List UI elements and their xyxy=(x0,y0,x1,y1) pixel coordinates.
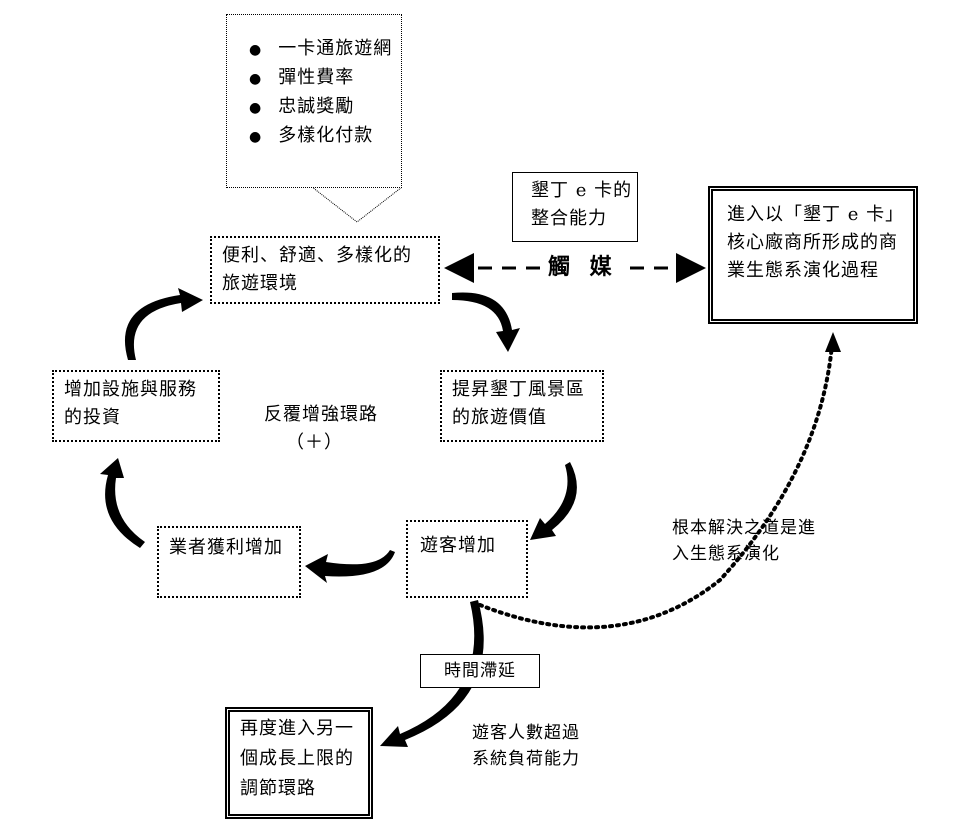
node-ecosystem-evolution: 進入以「墾丁 e 卡」核心廠商所形成的商業生態系演化過程 xyxy=(708,186,918,324)
loop-arrow-value-tourists xyxy=(530,462,577,540)
bullet-item: 多樣化付款 xyxy=(249,122,401,151)
node-next-balancing-loop: 再度進入另一個成長上限的調節環路 xyxy=(225,707,373,819)
bullet-item: 一卡通旅遊網 xyxy=(249,35,401,64)
overload-text: 遊客人數超過系統負荷能力 xyxy=(472,723,580,769)
node-investment-label: 增加設施與服務的投資 xyxy=(64,379,197,428)
node-next-balancing-loop-label: 再度進入另一個成長上限的調節環路 xyxy=(240,718,354,799)
loop-arrow-env-value xyxy=(452,292,520,352)
root-solution-curve xyxy=(478,343,834,630)
loop-arrow-tourists-nextloop xyxy=(380,600,484,747)
callout-pointer xyxy=(311,186,403,223)
node-time-delay: 時間滯延 xyxy=(420,654,540,688)
overload-label: 遊客人數超過系統負荷能力 xyxy=(472,720,590,772)
node-business-profit: 業者獲利增加 xyxy=(157,526,301,598)
node-tourism-value-label: 提昇墾丁風景區的旅遊價值 xyxy=(452,379,585,428)
node-travel-environment-label: 便利、舒適、多樣化的旅遊環境 xyxy=(222,245,412,294)
node-tourism-value: 提昇墾丁風景區的旅遊價值 xyxy=(440,370,604,442)
bullet-item: 彈性費率 xyxy=(249,64,401,93)
loop-arrow-invest-env xyxy=(124,288,203,360)
node-integration-capability-label: 墾丁 e 卡的整合能力 xyxy=(531,180,633,229)
node-integration-capability: 墾丁 e 卡的整合能力 xyxy=(512,172,638,242)
root-solution-label: 根本解決之道是進入生態系演化 xyxy=(672,515,820,567)
node-tourist-increase-label: 遊客增加 xyxy=(420,535,496,556)
loop-name-label: 反覆增強環路 xyxy=(264,404,378,425)
node-investment: 增加設施與服務的投資 xyxy=(52,370,220,442)
root-solution-arrowhead xyxy=(825,332,841,352)
loop-arrows xyxy=(100,288,577,747)
callout-box: 一卡通旅遊網 彈性費率 忠誠獎勵 多樣化付款 xyxy=(226,14,402,188)
catalyst-label: 觸 媒 xyxy=(548,254,618,280)
root-solution-text: 根本解決之道是進入生態系演化 xyxy=(672,518,816,564)
loop-arrow-tourists-profit xyxy=(305,550,395,583)
bullet-item: 忠誠獎勵 xyxy=(249,93,401,122)
node-tourist-increase: 遊客增加 xyxy=(406,520,528,598)
loop-arrow-profit-invest xyxy=(100,458,145,548)
callout-bullet-list: 一卡通旅遊網 彈性費率 忠誠獎勵 多樣化付款 xyxy=(249,35,401,151)
node-ecosystem-evolution-label: 進入以「墾丁 e 卡」核心廠商所形成的商業生態系演化過程 xyxy=(727,204,898,281)
node-time-delay-label: 時間滯延 xyxy=(444,661,516,681)
loop-sign-label: （＋） xyxy=(286,432,343,453)
node-business-profit-label: 業者獲利增加 xyxy=(169,537,283,558)
node-travel-environment: 便利、舒適、多樣化的旅遊環境 xyxy=(210,236,440,304)
